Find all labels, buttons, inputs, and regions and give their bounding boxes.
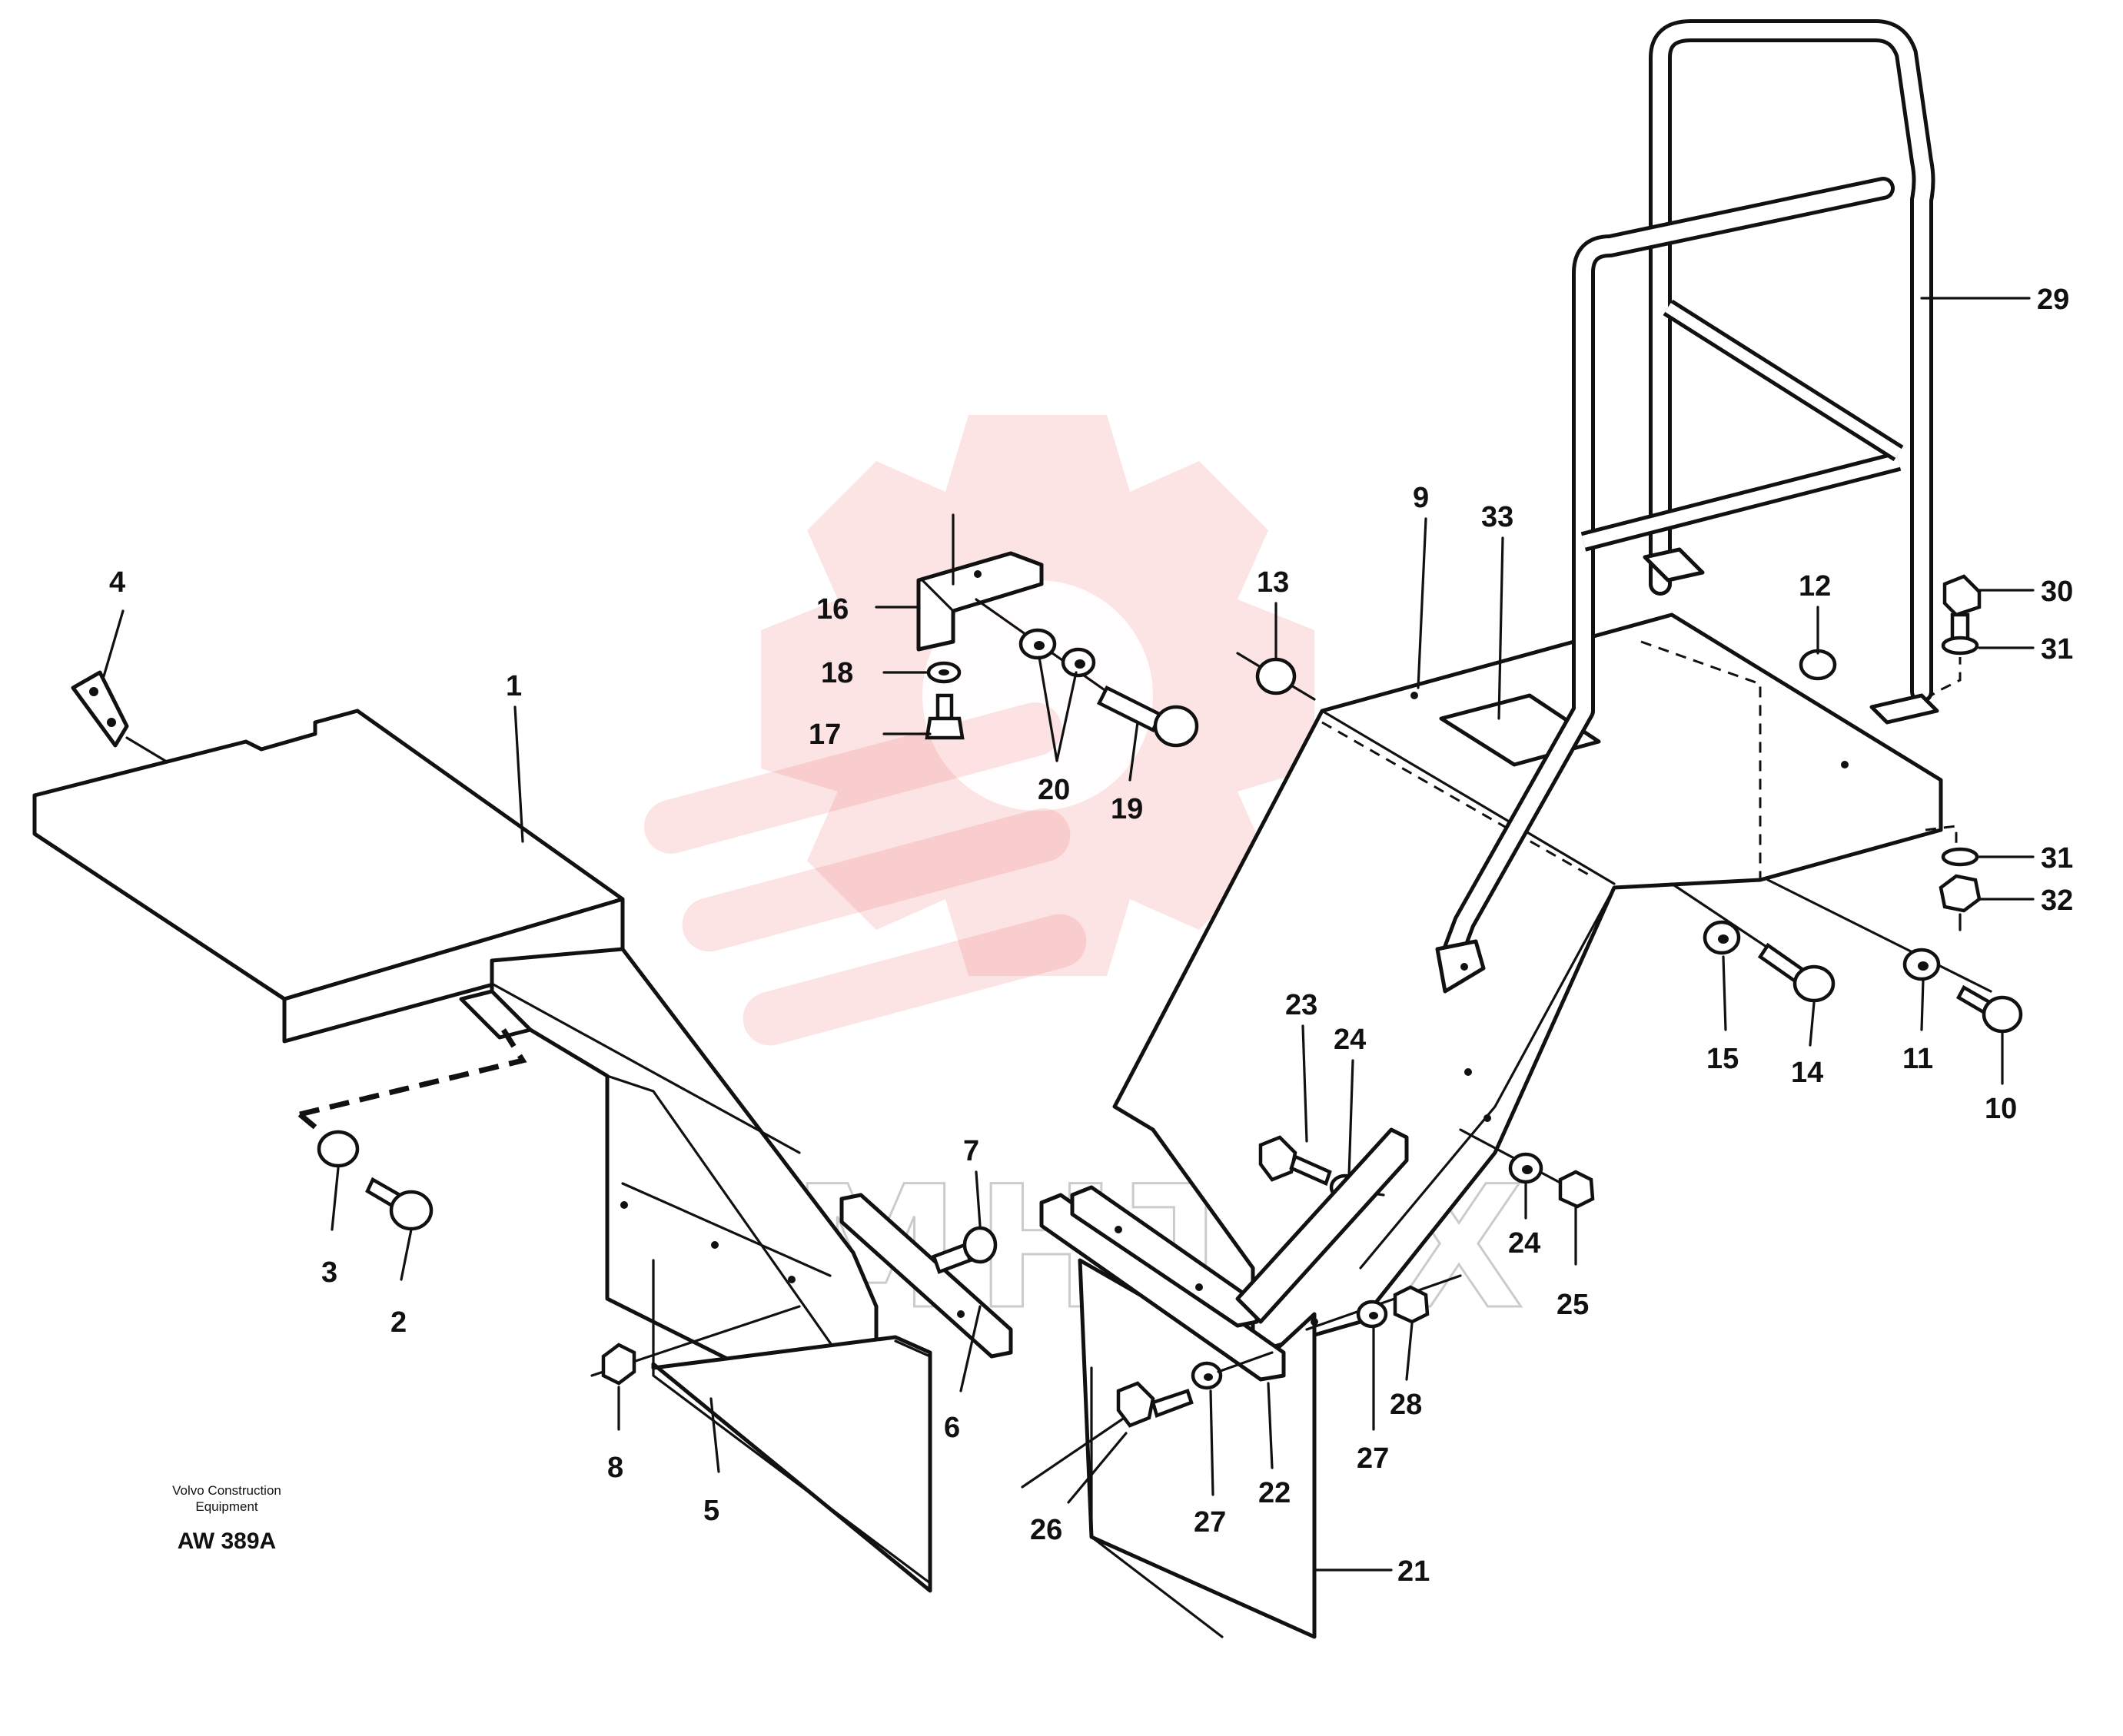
callout-23: 23 (1285, 989, 1317, 1021)
leader-lines (102, 297, 2035, 1572)
part-5-left-mudflap (651, 1259, 932, 1593)
callout-3: 3 (321, 1256, 337, 1289)
callout-15: 15 (1706, 1043, 1739, 1075)
callout-31-bottom: 31 (2041, 842, 2073, 875)
part-4-bracket (71, 670, 167, 762)
dashed-connection-washer (297, 1112, 325, 1136)
callout-24-top: 24 (1334, 1024, 1366, 1056)
callout-16: 16 (816, 593, 849, 626)
drawing-code: AW 389A (178, 1529, 276, 1554)
hardware (317, 574, 2023, 1489)
callout-27-right: 27 (1357, 1442, 1389, 1475)
callout-5: 5 (703, 1495, 719, 1527)
callout-27-left: 27 (1194, 1506, 1226, 1539)
callout-24-bottom: 24 (1508, 1227, 1540, 1260)
part-1-left-step (32, 709, 879, 1424)
callout-labels: 4 1 3 2 7 6 8 5 16 18 17 20 19 13 9 33 1… (109, 284, 2073, 1588)
callout-6: 6 (944, 1412, 960, 1444)
callout-17: 17 (809, 719, 841, 751)
callout-32: 32 (2041, 885, 2073, 917)
callout-31-top: 31 (2041, 633, 2073, 666)
callout-4: 4 (109, 566, 125, 599)
dashed-connection-step (299, 1028, 527, 1117)
callout-14: 14 (1791, 1057, 1823, 1089)
callout-18: 18 (821, 657, 853, 689)
callout-13: 13 (1257, 566, 1289, 599)
callout-11: 11 (1902, 1043, 1933, 1075)
callout-29: 29 (2037, 284, 2069, 316)
callout-1: 1 (506, 670, 522, 702)
callout-8: 8 (607, 1452, 623, 1484)
callout-20: 20 (1038, 774, 1070, 806)
callout-22: 22 (1258, 1477, 1291, 1509)
callout-33: 33 (1481, 501, 1513, 533)
maker-line-1: Volvo Construction (172, 1483, 281, 1498)
part-6-strip (839, 1193, 1013, 1359)
maker-line-2: Equipment (195, 1499, 258, 1514)
callout-7: 7 (963, 1135, 979, 1167)
callout-26: 26 (1030, 1514, 1062, 1546)
part-22-strip (1039, 1185, 1286, 1382)
callout-12: 12 (1799, 570, 1831, 602)
callout-21: 21 (1397, 1555, 1430, 1588)
callout-19: 19 (1111, 793, 1143, 825)
callout-2: 2 (390, 1306, 407, 1339)
callout-10: 10 (1985, 1093, 2017, 1125)
callout-28: 28 (1390, 1389, 1422, 1421)
part-29-handrail (1435, 19, 1939, 994)
callout-30: 30 (2041, 576, 2073, 608)
callout-25: 25 (1557, 1289, 1589, 1321)
callout-9: 9 (1413, 482, 1429, 514)
drawing-caption: Volvo Construction Equipment AW 389A (172, 1483, 281, 1554)
